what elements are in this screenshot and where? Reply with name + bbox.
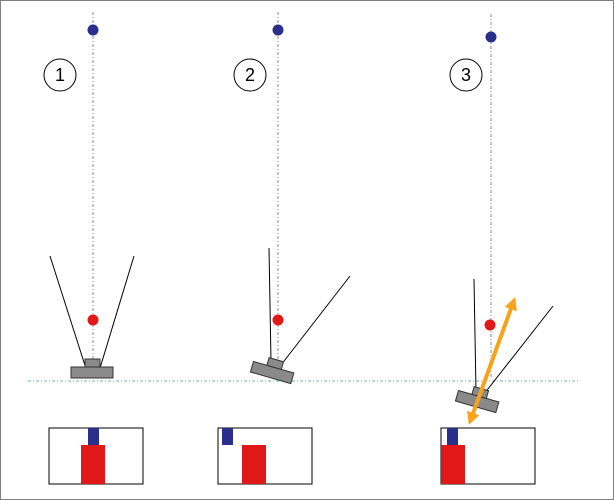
panel-3: 3 [440, 14, 554, 485]
red-block [242, 445, 266, 484]
sensor-frame [48, 427, 144, 485]
camera-body [70, 366, 114, 379]
sensor-frame [440, 427, 536, 485]
camera [70, 358, 114, 379]
view-line-right [280, 275, 351, 366]
blue-bar [447, 428, 458, 445]
blue-dot [272, 24, 284, 36]
number-badge: 3 [449, 58, 483, 92]
red-dot [87, 314, 99, 326]
panel-2: 2 [217, 12, 351, 485]
number-label: 3 [461, 65, 471, 85]
number-label: 1 [55, 65, 65, 85]
camera-lens [266, 356, 285, 371]
number-badge: 2 [233, 58, 267, 92]
red-dot [272, 314, 284, 326]
number-circle [449, 58, 483, 92]
number-badge: 1 [43, 58, 77, 92]
view-line-left [268, 247, 272, 363]
number-circle [43, 58, 77, 92]
shift-arrow [467, 296, 517, 426]
number-label: 2 [245, 65, 255, 85]
red-dot [484, 319, 496, 331]
sensor-frame [217, 427, 313, 485]
view-line-left [49, 255, 90, 379]
blue-bar [222, 428, 233, 445]
camera-lens [84, 358, 101, 368]
blue-dot [87, 24, 99, 36]
panel-1: 1 [43, 12, 144, 485]
number-circle [233, 58, 267, 92]
camera [249, 356, 295, 385]
view-line-right [96, 255, 135, 379]
blue-dot [485, 31, 497, 43]
red-block [81, 445, 105, 484]
red-block [441, 445, 465, 484]
blue-bar [88, 428, 99, 445]
